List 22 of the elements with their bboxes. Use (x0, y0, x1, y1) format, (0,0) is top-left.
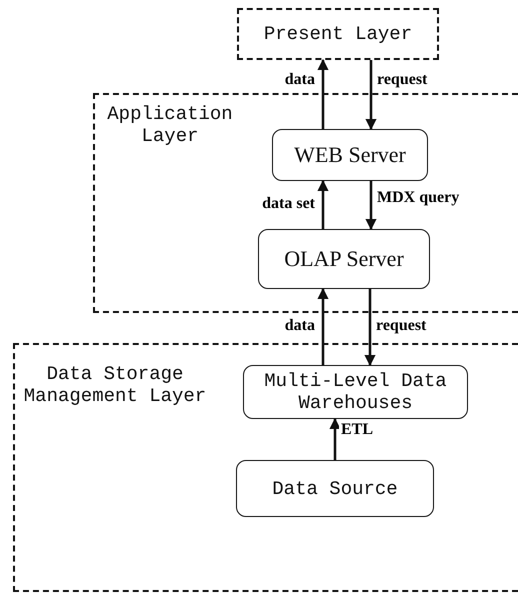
arrow (364, 289, 376, 366)
process-box (236, 460, 434, 517)
layer-label: Present Layer (264, 23, 412, 45)
box-label: OLAP Server (284, 248, 404, 270)
arrow (317, 288, 329, 365)
layer-box (237, 8, 439, 60)
process-box (243, 365, 468, 419)
edge-label: MDX query (375, 189, 462, 207)
layer-box (93, 93, 518, 313)
layer-box (13, 343, 518, 592)
arrow (329, 418, 341, 460)
arrow (317, 58, 329, 129)
box-label: WEB Server (294, 144, 406, 166)
process-box (272, 129, 428, 181)
arrow (365, 181, 377, 230)
arrow (365, 60, 377, 130)
layer-label: Application Layer (106, 103, 234, 147)
layer-label: Data Storage Management Layer (22, 363, 208, 407)
process-box (258, 229, 430, 289)
box-label: Data Source (272, 478, 398, 500)
box-label: Multi-Level Data Warehouses (263, 370, 448, 414)
arrow (317, 180, 329, 229)
